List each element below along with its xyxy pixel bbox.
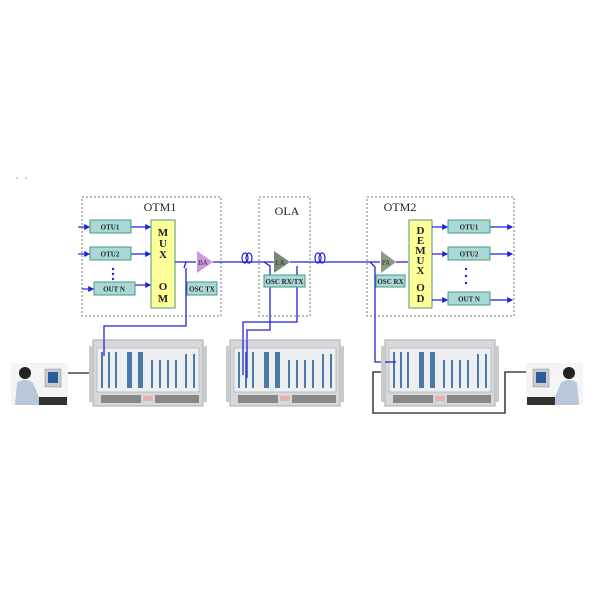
- demux-letter: U: [417, 255, 425, 267]
- fiber-coil-icon: [241, 252, 253, 264]
- od-letter: O: [416, 282, 425, 294]
- pre-amplifier-icon: [381, 251, 396, 273]
- ola-node: OLA LA OSC RX/TX: [258, 196, 311, 317]
- osc-rxtx-box: [263, 274, 306, 288]
- ba-label: BA: [198, 259, 208, 267]
- om-letter: O: [159, 281, 168, 293]
- otm1-title: OTM1: [144, 200, 177, 214]
- demux-letter: E: [417, 235, 424, 247]
- fiber-coil-icon: [314, 252, 326, 264]
- otm2-otu1-label: OTU1: [460, 224, 479, 232]
- osc-tx-box: [186, 281, 218, 296]
- mux-om-box: [150, 219, 176, 309]
- otm1-otu1-label: OTU1: [101, 224, 120, 232]
- decoration-dot: [16, 177, 18, 179]
- om-letter: M: [158, 293, 169, 305]
- line-amplifier-icon: [274, 251, 290, 273]
- osc-rx-label: OSC RX: [377, 278, 403, 286]
- ola-equipment-chassis: [225, 339, 345, 407]
- otm2-title: OTM2: [384, 200, 417, 214]
- mux-letter: U: [159, 238, 167, 250]
- osc-rx-box: [375, 274, 406, 288]
- la-label: LA: [275, 259, 284, 267]
- booster-amplifier-icon: [197, 251, 213, 273]
- otm1-node: OTM1 OTU1 OTU2 OUT N M U X O M BA OSC TX: [78, 196, 222, 317]
- demux-letter: M: [415, 245, 426, 257]
- operator-workstation-left: [10, 362, 69, 406]
- otm2-otu2-label: OTU2: [460, 251, 479, 259]
- otm2-node: OTM2 PA OSC RX D E M U X O D OTU1 OTU2 O…: [366, 196, 515, 317]
- pa-label: PA: [382, 259, 390, 267]
- otm1-equipment-chassis: [88, 339, 208, 407]
- od-letter: D: [417, 293, 425, 305]
- otm2-otu2-box: [447, 246, 491, 261]
- osc-rxtx-label: OSC RX/TX: [266, 278, 304, 286]
- ola-title: OLA: [275, 204, 300, 218]
- mux-letter: M: [158, 227, 169, 239]
- otm1-otu2-label: OTU2: [101, 251, 120, 259]
- otm2-outn-label: OUT N: [458, 296, 480, 304]
- operator-workstation-right: [525, 362, 584, 406]
- otm2-outn-box: [447, 291, 491, 306]
- otm2-equipment-chassis: [380, 339, 500, 407]
- demux-letter: D: [417, 225, 425, 237]
- otm1-outn-label: OUT N: [103, 286, 125, 294]
- otm2-otu1-box: [447, 219, 491, 234]
- mux-letter: X: [159, 249, 167, 261]
- otm1-otu1-box: [89, 219, 132, 234]
- demux-letter: X: [417, 265, 425, 277]
- osc-tx-label: OSC TX: [189, 286, 215, 294]
- demux-od-box: [408, 219, 433, 309]
- otm1-otu2-box: [89, 246, 132, 261]
- decoration-dot: [25, 177, 27, 179]
- otm1-outn-box: [93, 281, 136, 296]
